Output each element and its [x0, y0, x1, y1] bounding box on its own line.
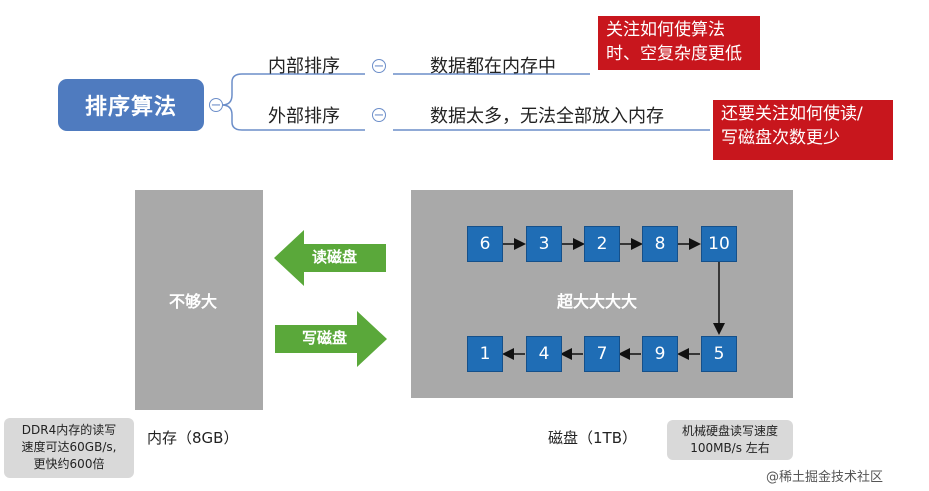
read-disk-label: 读磁盘	[312, 248, 358, 266]
disk-caption: 磁盘（1TB）	[548, 429, 637, 447]
disk-block: 4	[526, 336, 562, 372]
external-collapse-icon[interactable]: −	[372, 108, 386, 123]
disk-block: 9	[642, 336, 678, 372]
disk-label: 超大大大大	[557, 292, 638, 311]
write-disk-arrow-icon	[275, 311, 387, 367]
branch-external-sort: 外部排序	[268, 106, 340, 127]
disk-block: 6	[467, 226, 503, 262]
disk-block: 5	[701, 336, 737, 372]
branch-internal-sort: 内部排序	[268, 56, 340, 77]
disk-block: 10	[701, 226, 737, 262]
memory-label: 不够大	[169, 292, 218, 311]
source-watermark: @稀土掘金技术社区	[766, 470, 884, 485]
disk-block: 8	[642, 226, 678, 262]
note-external-line-2: 写磁盘次数更少	[721, 128, 840, 148]
read-disk-arrow-icon	[274, 230, 386, 286]
leaf-internal-sort: 数据都在内存中	[430, 56, 556, 77]
memory-box: 不够大	[135, 190, 263, 410]
note-external-line-1: 还要关注如何使读/	[721, 104, 863, 124]
root-collapse-icon[interactable]: −	[209, 98, 223, 113]
disk-speed-bubble: 机械硬盘读写速度 100MB/s 左右	[667, 420, 793, 460]
root-node: 排序算法	[58, 79, 204, 131]
write-disk-label: 写磁盘	[302, 329, 348, 347]
memory-speed-line-3: 更快约600倍	[33, 457, 105, 471]
note-internal-complexity: 关注如何使算法 时、空复杂度更低	[598, 16, 760, 70]
disk-speed-line-1: 机械硬盘读写速度	[681, 424, 778, 438]
leaf-external-sort: 数据太多，无法全部放入内存	[430, 106, 664, 127]
note-external-io: 还要关注如何使读/ 写磁盘次数更少	[713, 100, 893, 160]
disk-block: 2	[584, 226, 620, 262]
memory-speed-bubble: DDR4内存的读写 速度可达60GB/s, 更快约600倍	[4, 418, 134, 478]
disk-block: 7	[584, 336, 620, 372]
memory-speed-line-2: 速度可达60GB/s,	[21, 440, 117, 454]
mindmap-connectors	[221, 73, 710, 131]
note-internal-line-1: 关注如何使算法	[606, 20, 725, 40]
disk-block: 3	[526, 226, 562, 262]
memory-speed-line-1: DDR4内存的读写	[21, 423, 117, 437]
disk-block: 1	[467, 336, 503, 372]
memory-caption: 内存（8GB）	[147, 429, 239, 447]
internal-collapse-icon[interactable]: −	[372, 59, 386, 74]
disk-speed-line-2: 100MB/s 左右	[690, 441, 770, 455]
note-internal-line-2: 时、空复杂度更低	[606, 44, 742, 64]
